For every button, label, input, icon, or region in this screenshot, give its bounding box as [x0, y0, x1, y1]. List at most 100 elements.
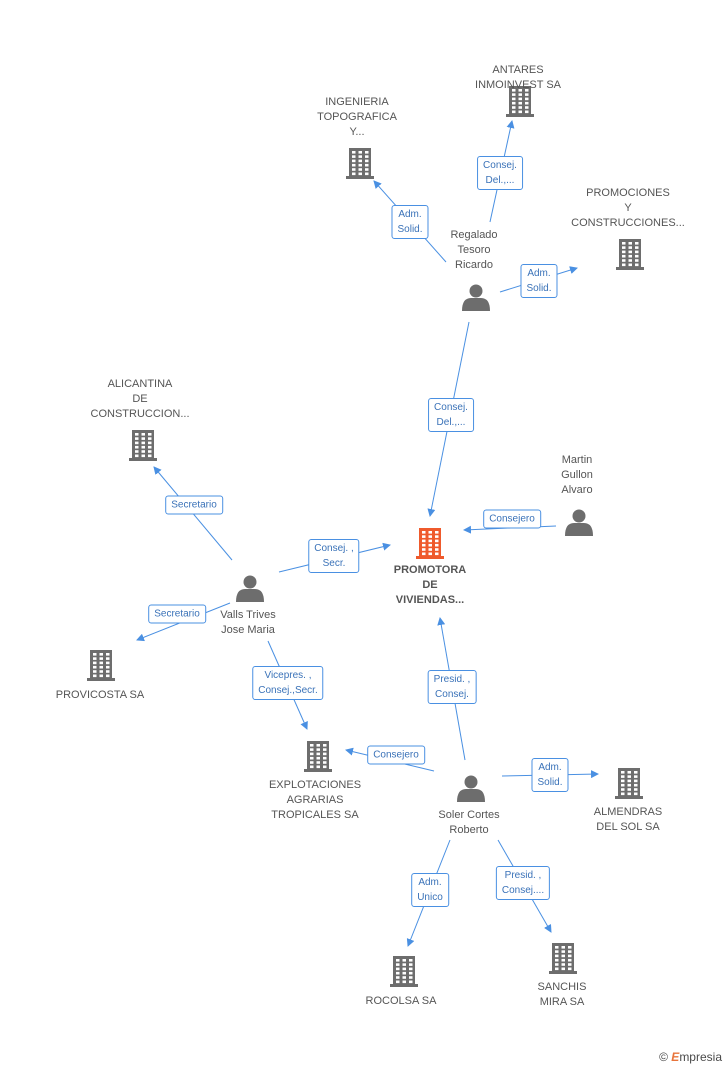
node-label-line: CONSTRUCCIONES...: [571, 217, 685, 229]
edge-label-soler-to-explotaciones[interactable]: Consejero: [367, 745, 425, 765]
edge-label-line: Adm.: [527, 268, 551, 279]
node-label-line: TROPICALES SA: [271, 809, 359, 821]
building-icon-sanchis[interactable]: [549, 943, 577, 974]
edge-label-line: Secretario: [154, 608, 200, 620]
edge-label-line: Secretario: [171, 499, 217, 511]
edge-label-line: Consej....: [501, 885, 545, 896]
person-icon-valls[interactable]: [236, 575, 264, 603]
node-label-sanchis[interactable]: SANCHIS MIRA SA: [538, 980, 587, 1010]
edge-label-regalado-to-ingenieria[interactable]: Adm.Solid.: [391, 205, 429, 239]
edge-label-line: Consej. ,: [314, 543, 354, 554]
edge-label-soler-to-almendras[interactable]: Adm. Solid.: [531, 758, 569, 792]
node-label-line: CONSTRUCCION...: [90, 408, 190, 420]
node-label-line: Y: [624, 202, 632, 214]
person-icon-martin[interactable]: [565, 509, 593, 537]
node-label-provicosta[interactable]: PROVICOSTA SA: [56, 688, 144, 703]
edge-label-line: Unico: [417, 892, 443, 903]
edge-label-line: Adm.: [398, 209, 422, 220]
node-label-line: VIVIENDAS...: [395, 594, 465, 606]
node-label-line: EXPLOTACIONES: [268, 779, 362, 791]
node-label-line: ALICANTINA: [107, 378, 173, 390]
edge-label-line: Vicepres. ,: [264, 670, 312, 681]
node-label-line: AGRARIAS: [286, 794, 344, 806]
node-label-promociones[interactable]: PROMOCIONES Y CONSTRUCCIONES...: [571, 186, 685, 231]
node-label-line: INGENIERIA: [325, 96, 389, 108]
edge-label-soler-to-rocolsa[interactable]: Adm. Unico: [411, 873, 449, 907]
node-label-line: Martin: [561, 454, 593, 466]
edge-label-soler-to-promotora[interactable]: Presid. , Consej.: [427, 670, 477, 704]
node-label-line: Roberto: [449, 824, 489, 836]
node-label-line: DEL SOL SA: [596, 821, 660, 833]
edge-label-line: Consej.: [435, 689, 469, 700]
edge-label-regalado-to-promociones[interactable]: Adm. Solid.: [520, 264, 558, 298]
node-label-line: ALMENDRAS: [593, 806, 663, 818]
edge-label-line: Presid. ,: [433, 674, 471, 685]
node-label-line: ROCOLSA SA: [365, 995, 437, 1007]
edge-label-valls-to-alicantina[interactable]: Secretario: [165, 495, 223, 515]
building-icon-ingenieria[interactable]: [346, 148, 374, 179]
building-icon-promotora[interactable]: [416, 528, 444, 559]
building-icon-provicosta[interactable]: [87, 650, 115, 681]
node-label-line: Gullon: [561, 469, 593, 481]
edge-label-line: Secr.: [322, 558, 346, 569]
edge-label-line: Del.,...: [485, 175, 515, 186]
edge-label-line: Consej.,Secr.: [258, 685, 318, 696]
node-label-antares[interactable]: ANTARES INMOINVEST SA: [475, 63, 561, 93]
node-label-line: DE: [132, 393, 148, 405]
edge-label-line: Consejero: [373, 749, 419, 761]
copyright-symbol: ©: [659, 1050, 668, 1064]
edge-label-valls-to-promotora[interactable]: Consej. , Secr.: [308, 539, 360, 573]
node-label-line: Jose Maria: [221, 624, 275, 636]
brand-initial: E: [671, 1050, 680, 1064]
building-icon-explotaciones[interactable]: [304, 741, 332, 772]
empresia-logo: © Empresia: [659, 1050, 722, 1064]
node-label-line: Y...: [349, 126, 365, 138]
node-label-line: INMOINVEST SA: [475, 79, 561, 91]
node-label-line: PROMOTORA: [393, 564, 467, 576]
edge-label-regalado-to-antares[interactable]: Consej.Del.,...: [477, 156, 523, 190]
node-label-line: Ricardo: [455, 259, 493, 271]
edge-label-line: Adm.: [538, 762, 562, 773]
node-label-ingenieria[interactable]: INGENIERIA TOPOGRAFICA Y...: [317, 95, 397, 140]
node-label-line: Alvaro: [561, 484, 593, 496]
edge-label-line: Adm.: [418, 877, 442, 888]
edge-label-line: Del.,...: [436, 417, 466, 428]
building-icon-almendras[interactable]: [615, 768, 643, 799]
node-label-line: TOPOGRAFICA: [317, 111, 397, 123]
building-icon-alicantina[interactable]: [129, 430, 157, 461]
edge-label-line: Solid.: [537, 777, 563, 788]
node-label-line: SANCHIS: [537, 981, 587, 993]
person-icon-regalado[interactable]: [462, 284, 490, 312]
node-label-line: DE: [422, 579, 438, 591]
edge-label-line: Solid.: [526, 283, 552, 294]
building-icon-rocolsa[interactable]: [390, 956, 418, 987]
node-label-line: Valls Trives: [220, 609, 276, 621]
edge-label-line: Presid. ,: [504, 870, 542, 881]
building-icon-promociones[interactable]: [616, 239, 644, 270]
node-label-promotora[interactable]: PROMOTORA DE VIVIENDAS...: [394, 563, 467, 608]
node-label-explotaciones[interactable]: EXPLOTACIONES AGRARIAS TROPICALES SA: [269, 778, 361, 823]
node-label-line: Soler Cortes: [438, 809, 500, 821]
edge-label-valls-to-explotaciones[interactable]: Vicepres. , Consej.,Secr.: [252, 666, 324, 700]
node-label-line: PROVICOSTA SA: [55, 689, 145, 701]
brand-name: mpresia: [679, 1050, 722, 1064]
node-label-alicantina[interactable]: ALICANTINA DE CONSTRUCCION...: [91, 377, 190, 422]
person-icon-soler[interactable]: [457, 775, 485, 803]
node-label-line: MIRA SA: [539, 996, 585, 1008]
edge-label-valls-to-provicosta[interactable]: Secretario: [148, 604, 206, 624]
edge-label-soler-to-sanchis[interactable]: Presid. , Consej....: [495, 866, 551, 900]
edge-label-regalado-to-promotora[interactable]: Consej. Del.,...: [428, 398, 474, 432]
building-icon-antares[interactable]: [506, 86, 534, 117]
node-label-line: ANTARES: [492, 64, 544, 76]
node-label-line: Regalado: [450, 229, 498, 241]
node-label-rocolsa[interactable]: ROCOLSA SA: [366, 994, 437, 1009]
node-label-line: PROMOCIONES: [586, 187, 670, 199]
edge-label-martin-to-promotora[interactable]: Consejero: [483, 509, 541, 529]
edge-label-line: Consej.: [434, 402, 468, 413]
node-label-almendras[interactable]: ALMENDRAS DEL SOL SA: [594, 805, 662, 835]
